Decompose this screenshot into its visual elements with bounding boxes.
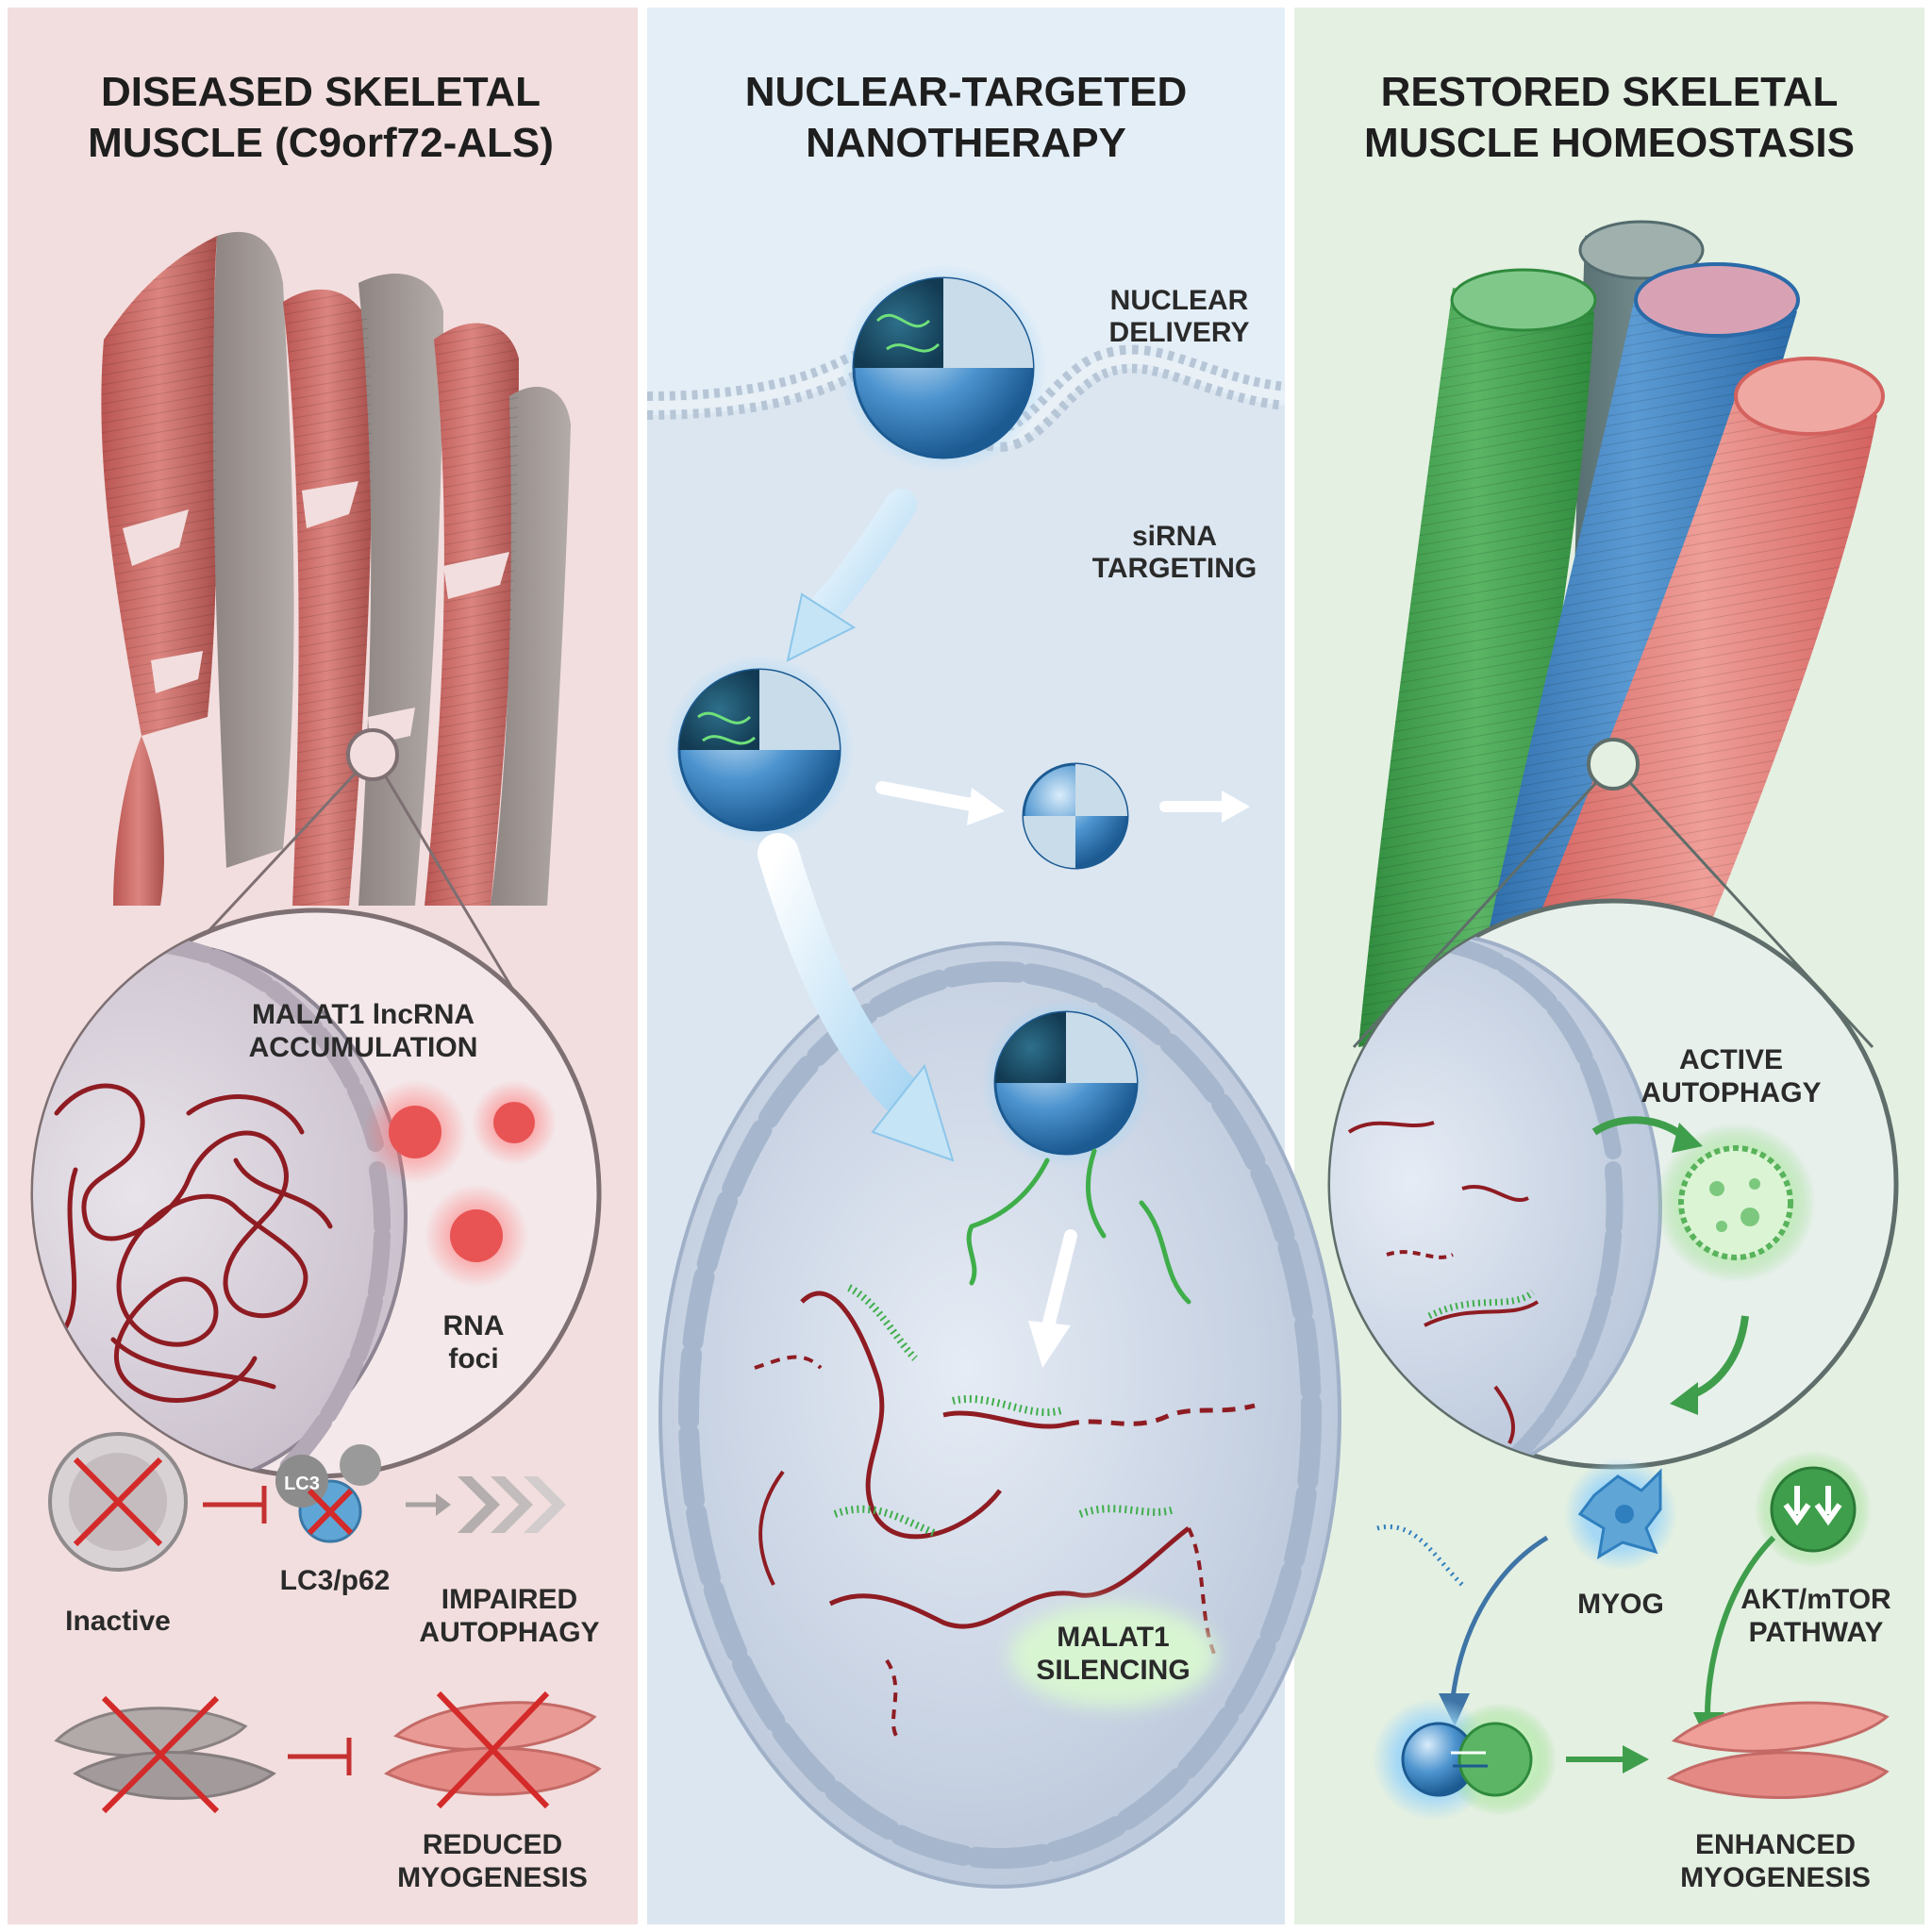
inactive-autophagosome-icon xyxy=(48,1432,188,1572)
enhanced-myogenesis-line2: MYOGENESIS xyxy=(1680,1862,1871,1893)
inhibition-arrow-2 xyxy=(288,1738,352,1775)
impaired-autophagy-line1: IMPAIRED xyxy=(441,1584,577,1615)
inactive-myoblast-cells xyxy=(54,1695,276,1814)
akt-mtor-line2: PATHWAY xyxy=(1749,1617,1884,1648)
escape-arrow-1 xyxy=(875,781,1005,825)
nuclear-delivery-line1: NUCLEAR xyxy=(1110,285,1249,316)
delivery-arrow-2 xyxy=(758,833,955,1162)
malat1-silencing-line2: SILENCING xyxy=(1036,1655,1190,1686)
nuclear-delivery-line2: DELIVERY xyxy=(1109,317,1250,348)
right-zoom-circle xyxy=(1327,898,1899,1470)
left-title-line1: DISEASED SKELETAL xyxy=(101,69,541,115)
middle-title-line1: NUCLEAR-TARGETED xyxy=(745,69,1188,115)
malat1-accumulation-line2: ACCUMULATION xyxy=(249,1032,478,1063)
nanoparticle-nuclear xyxy=(981,998,1151,1168)
lc3-p62-complex-icon xyxy=(275,1444,381,1543)
myog-label: MYOG xyxy=(1577,1589,1664,1620)
myog-icon xyxy=(1564,1457,1677,1571)
right-title-line2: MUSCLE HOMEOSTASIS xyxy=(1364,120,1855,166)
right-title-line1: RESTORED SKELETAL xyxy=(1381,69,1839,115)
malat1-strands-silenced xyxy=(754,1284,1256,1737)
enhanced-myotubes-icon xyxy=(1666,1701,1890,1800)
impaired-autophagy-line2: AUTOPHAGY xyxy=(419,1617,599,1648)
lc3-p62-label: LC3/p62 xyxy=(280,1565,391,1596)
akt-mtor-icon xyxy=(1755,1451,1872,1568)
sirna-targeting-line2: TARGETING xyxy=(1092,553,1257,584)
left-title-line2: MUSCLE (C9orf72-ALS) xyxy=(88,120,554,166)
reduced-myogenesis-line1: REDUCED xyxy=(423,1829,562,1860)
impaired-autophagy-chevrons xyxy=(406,1476,566,1533)
healthy-muscle-fibers xyxy=(1358,220,1885,1047)
enhanced-myogenesis-line1: ENHANCED xyxy=(1695,1829,1856,1860)
lc3-tag: LC3 xyxy=(284,1474,320,1494)
rna-foci-line2: foci xyxy=(448,1343,498,1374)
delivery-arrow-1 xyxy=(786,489,917,662)
akt-mtor-line1: AKT/mTOR xyxy=(1740,1584,1891,1615)
escape-arrow-2 xyxy=(1159,791,1250,823)
malat1-lncrna-tangle xyxy=(54,1083,333,1403)
active-autophagy-line1: ACTIVE xyxy=(1679,1044,1783,1075)
malat1-accumulation-line1: MALAT1 lncRNA xyxy=(252,999,475,1030)
malat1-silencing-line1: MALAT1 xyxy=(1057,1622,1169,1653)
small-nanoparticle xyxy=(1022,762,1129,870)
sirna-targeting-line1: siRNA xyxy=(1132,521,1217,552)
fusing-myoblasts-icon xyxy=(1373,1698,1557,1821)
inhibition-arrow-1 xyxy=(203,1486,267,1524)
active-autophagy-line2: AUTOPHAGY xyxy=(1641,1077,1821,1108)
reduced-myogenesis-line2: MYOGENESIS xyxy=(397,1862,588,1893)
rna-foci-line1: RNA xyxy=(443,1310,505,1341)
released-sirna xyxy=(966,1148,1191,1305)
reduced-myotube-cells xyxy=(383,1690,602,1809)
silencing-arrow xyxy=(1028,1229,1077,1368)
nanoparticle-top xyxy=(840,264,1047,472)
active-autophagosome-icon xyxy=(1678,1145,1793,1260)
fusion-arrow xyxy=(1566,1745,1649,1774)
middle-title-line2: NANOTHERAPY xyxy=(806,120,1126,166)
nanoparticle-middle xyxy=(665,656,854,844)
silencing-glow xyxy=(1009,1604,1217,1707)
inactive-label: Inactive xyxy=(65,1606,171,1637)
